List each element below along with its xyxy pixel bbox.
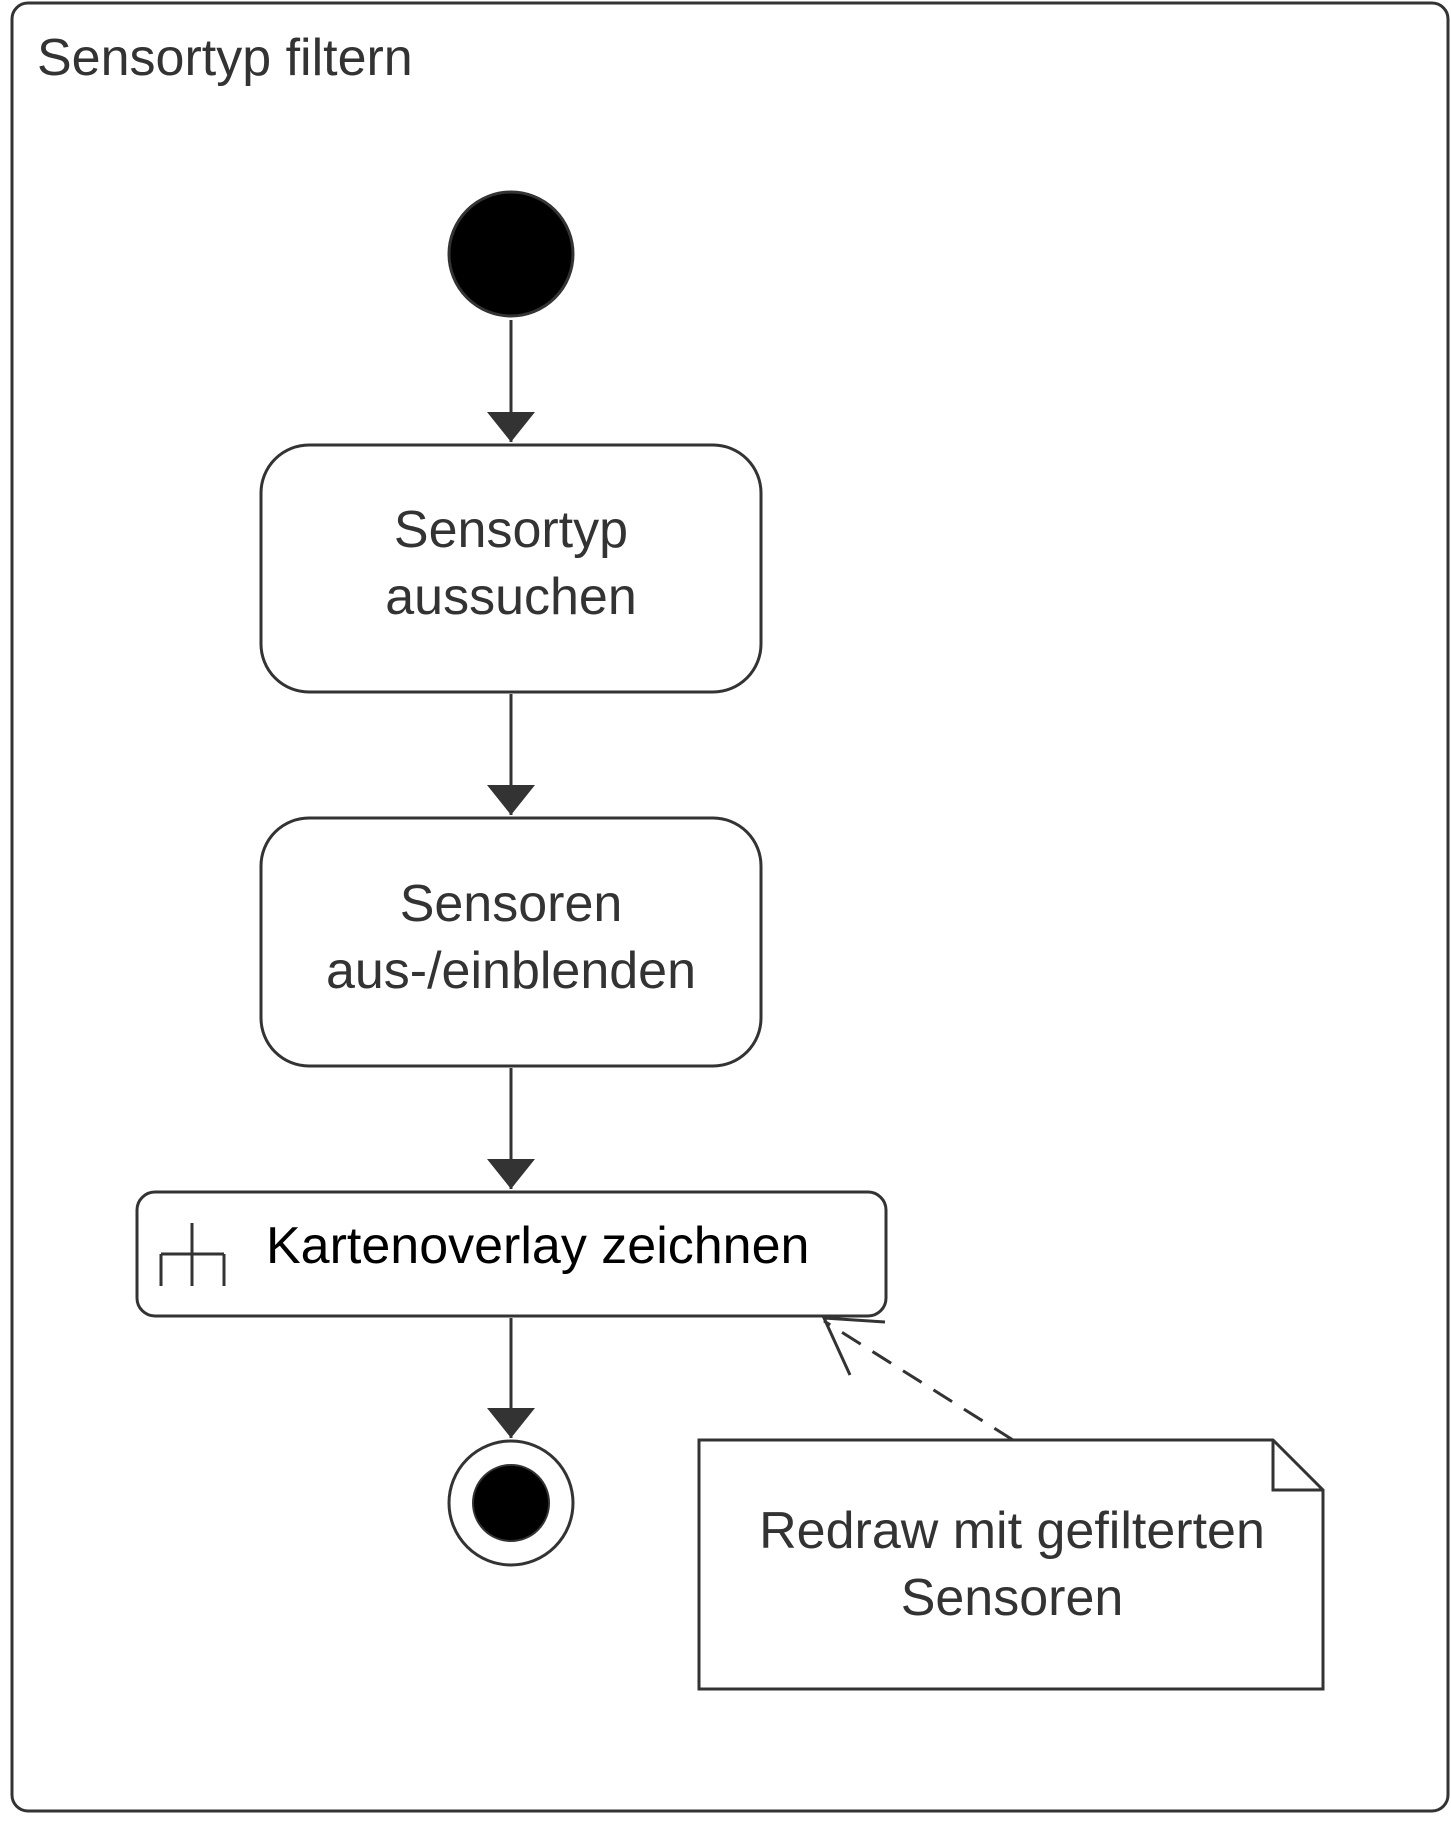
rake-icon bbox=[159, 1223, 226, 1286]
note-connector bbox=[821, 1316, 1014, 1442]
action1-label-line2: aussuchen bbox=[385, 568, 637, 626]
action1-label-line1: Sensortyp bbox=[394, 501, 628, 559]
call-action-kartenoverlay-zeichnen[interactable]: Kartenoverlay zeichnen bbox=[135, 1190, 888, 1318]
frame-title: Sensortyp filtern bbox=[37, 29, 413, 87]
final-node bbox=[447, 1439, 575, 1567]
action2-label-line1: Sensoren bbox=[400, 875, 623, 933]
note-text-line2: Sensoren bbox=[901, 1569, 1124, 1627]
call-action-label: Kartenoverlay zeichnen bbox=[266, 1217, 809, 1275]
action-sensoren-ausblenden[interactable]: Sensoren aus-/einblenden bbox=[259, 816, 763, 1068]
note-redraw: Redraw mit gefilterten Sensoren bbox=[697, 1438, 1325, 1691]
action2-label-line2: aus-/einblenden bbox=[326, 942, 696, 1000]
note-text-line1: Redraw mit gefilterten bbox=[759, 1502, 1265, 1560]
action-sensortyp-aussuchen[interactable]: Sensortyp aussuchen bbox=[259, 443, 763, 694]
initial-node bbox=[447, 190, 575, 318]
note-folded-corner bbox=[1271, 1440, 1323, 1492]
